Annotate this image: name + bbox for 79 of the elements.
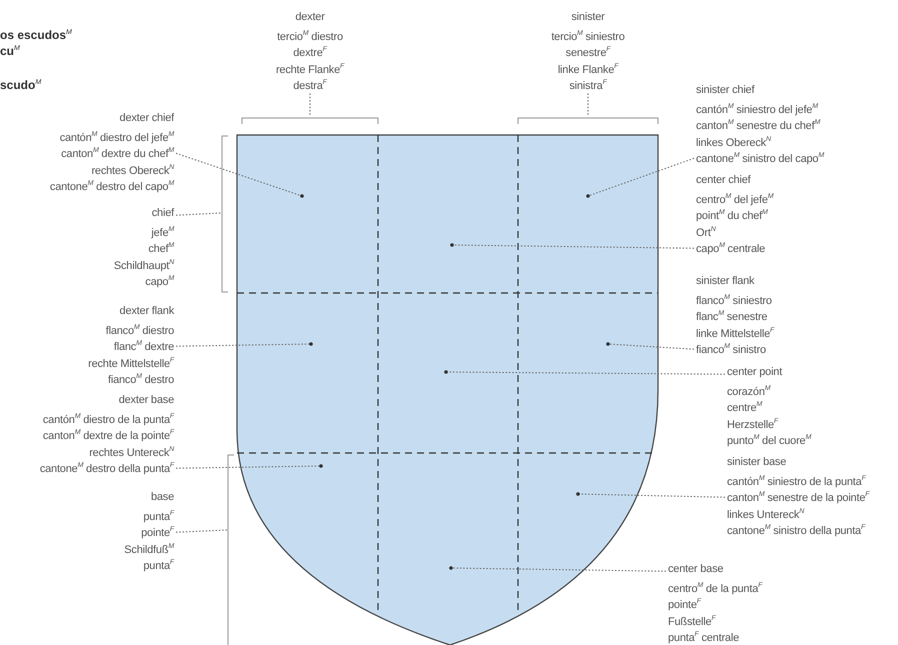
term-label: cantón$^{M}$ siniestro del jefe$^{M}$ [696,102,819,115]
leader-line [176,464,323,469]
heading-text: scudo$^{M}$ [0,78,42,92]
term-label: Ort$^{N}$ [696,224,717,238]
term-label: senestre$^{F}$ [564,45,612,58]
term-label: fianco$^{M}$ destro [106,372,174,386]
term-label: Herzstelle$^{F}$ [727,416,780,430]
term-label: centre$^{M}$ [727,400,764,414]
term-label: cantone$^{M}$ destro della punta$^{F}$ [38,461,174,474]
term-label: flanc$^{M}$ dextre [112,339,174,352]
term-label: center chief [696,173,752,188]
term-label: dextre$^{F}$ [292,45,328,58]
term-label: Fußstelle$^{F}$ [668,614,717,627]
term-label: rechtes Obereck$^{N}$ [90,162,174,176]
term-label: dexter [294,10,326,25]
term-label: flanco$^{M}$ siniestro [696,292,773,306]
term-label: cantone$^{M}$ sinistro della punta$^{F}$ [727,523,866,536]
term-label: Schildhaupt$^{N}$ [112,258,174,271]
term-label: canton$^{M}$ senestre de la pointe$^{F}$ [727,490,871,504]
leader-line [176,212,222,216]
term-label: chef$^{M}$ [147,241,174,254]
term-label: base [150,490,174,505]
term-label: canton$^{M}$ dextre du chef$^{M}$ [60,146,174,160]
term-label: tercio$^{M}$ siniestro [550,28,626,42]
term-label: centro$^{M}$ de la punta$^{F}$ [668,580,764,594]
term-label: center base [668,562,724,577]
term-label: jefe$^{M}$ [150,224,174,238]
term-label: canton$^{M}$ senestre du chef$^{M}$ [696,118,822,132]
term-label: cantón$^{M}$ diestro del jefe$^{M}$ [58,130,174,143]
leader-line [449,566,666,572]
term-label: sinister base [727,455,788,470]
term-label: sinister chief [696,83,756,98]
leader-line [586,158,694,198]
leader-line [176,342,313,347]
term-label: linkes Obereck$^{N}$ [696,134,772,148]
term-label: canton$^{M}$ dextre de la pointe$^{F}$ [42,428,174,442]
term-label: cantone$^{M}$ sinistro del capo$^{M}$ [696,151,826,164]
term-label: linke Flanke$^{F}$ [556,62,620,75]
term-label: capo$^{M}$ [144,274,174,288]
term-label: dexter base [118,393,174,408]
term-label: centro$^{M}$ del jefe$^{M}$ [696,192,774,205]
term-label: punta$^{F}$ centrale [668,630,740,644]
term-label: dexter chief [118,111,174,126]
term-label: corazón$^{M}$ [727,384,772,397]
term-label: pointe$^{F}$ [668,597,702,610]
term-label: punta$^{F}$ [142,508,174,522]
leader-line [450,243,694,249]
term-label: rechte Flanke$^{F}$ [274,62,346,75]
term-label: cantón$^{M}$ siniestro de la punta$^{F}$ [727,474,868,487]
term-label: pointe$^{F}$ [140,525,174,538]
term-label: dexter flank [118,304,174,319]
term-label: punta$^{F}$ [142,558,174,572]
term-label: center point [727,365,784,380]
leader-line [444,370,726,375]
term-label: capo$^{M}$ centrale [696,241,766,254]
term-label: destra$^{F}$ [292,78,328,92]
leader-line [176,152,304,198]
heading-text: os escudos$^{M}$ [0,28,72,42]
term-label: punto$^{M}$ del cuore$^{M}$ [727,433,812,446]
term-label: cantón$^{M}$ diestro de la punta$^{F}$ [42,412,174,425]
term-label: tercio$^{M}$ diestro [276,28,344,42]
term-label: flanc$^{M}$ senestre [696,309,768,322]
term-label: sinistra$^{F}$ [568,78,608,92]
term-label: linke Mittelstelle$^{F}$ [696,326,776,339]
term-label: linkes Untereck$^{N}$ [727,506,806,520]
heading-text: cu$^{M}$ [0,44,20,58]
term-label: Schildfuß$^{M}$ [123,542,174,555]
term-label: sinister flank [696,274,756,289]
term-label: flanco$^{M}$ diestro [104,322,174,336]
term-label: sinister [570,10,606,25]
term-label: rechte Mittelstelle$^{F}$ [87,356,174,369]
term-label: chief [150,206,174,221]
leader-line [576,492,726,498]
term-label: rechtes Untereck$^{N}$ [88,444,174,458]
leader-line [606,342,694,350]
term-label: point$^{M}$ du chef$^{M}$ [696,208,769,222]
term-label: fianco$^{M}$ sinistro [696,342,767,356]
leader-line [176,530,228,533]
term-label: cantone$^{M}$ destro del capo$^{M}$ [48,179,174,192]
